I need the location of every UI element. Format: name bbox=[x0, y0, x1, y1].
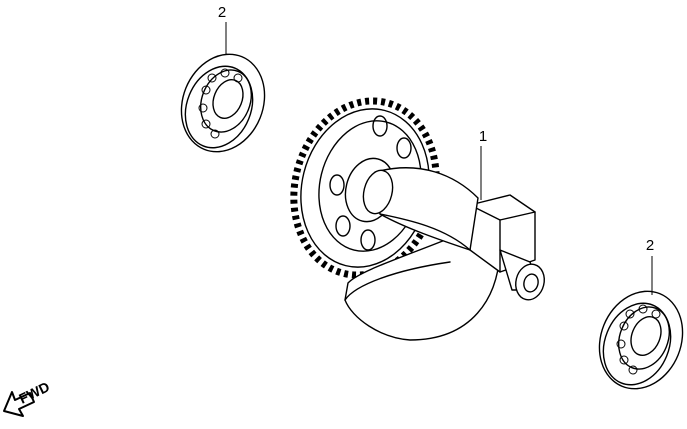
callout-label-bearing-left: 2 bbox=[218, 4, 226, 21]
callout-bearing-right: 2 bbox=[646, 237, 654, 295]
bearing-left-balls bbox=[198, 68, 243, 139]
bearing-right bbox=[598, 290, 684, 390]
balancer-shaft bbox=[290, 97, 545, 341]
callout-bearing-left: 2 bbox=[218, 4, 227, 55]
callout-label-bearing-right: 2 bbox=[646, 237, 654, 254]
bearing-right-balls bbox=[616, 304, 661, 375]
callout-shaft: 1 bbox=[479, 128, 487, 200]
fwd-indicator: FWD bbox=[3, 378, 52, 417]
callout-label-shaft: 1 bbox=[479, 128, 487, 145]
bearing-left bbox=[180, 53, 266, 153]
arrow-down-left-icon bbox=[3, 391, 35, 417]
gear-holes bbox=[329, 115, 422, 251]
